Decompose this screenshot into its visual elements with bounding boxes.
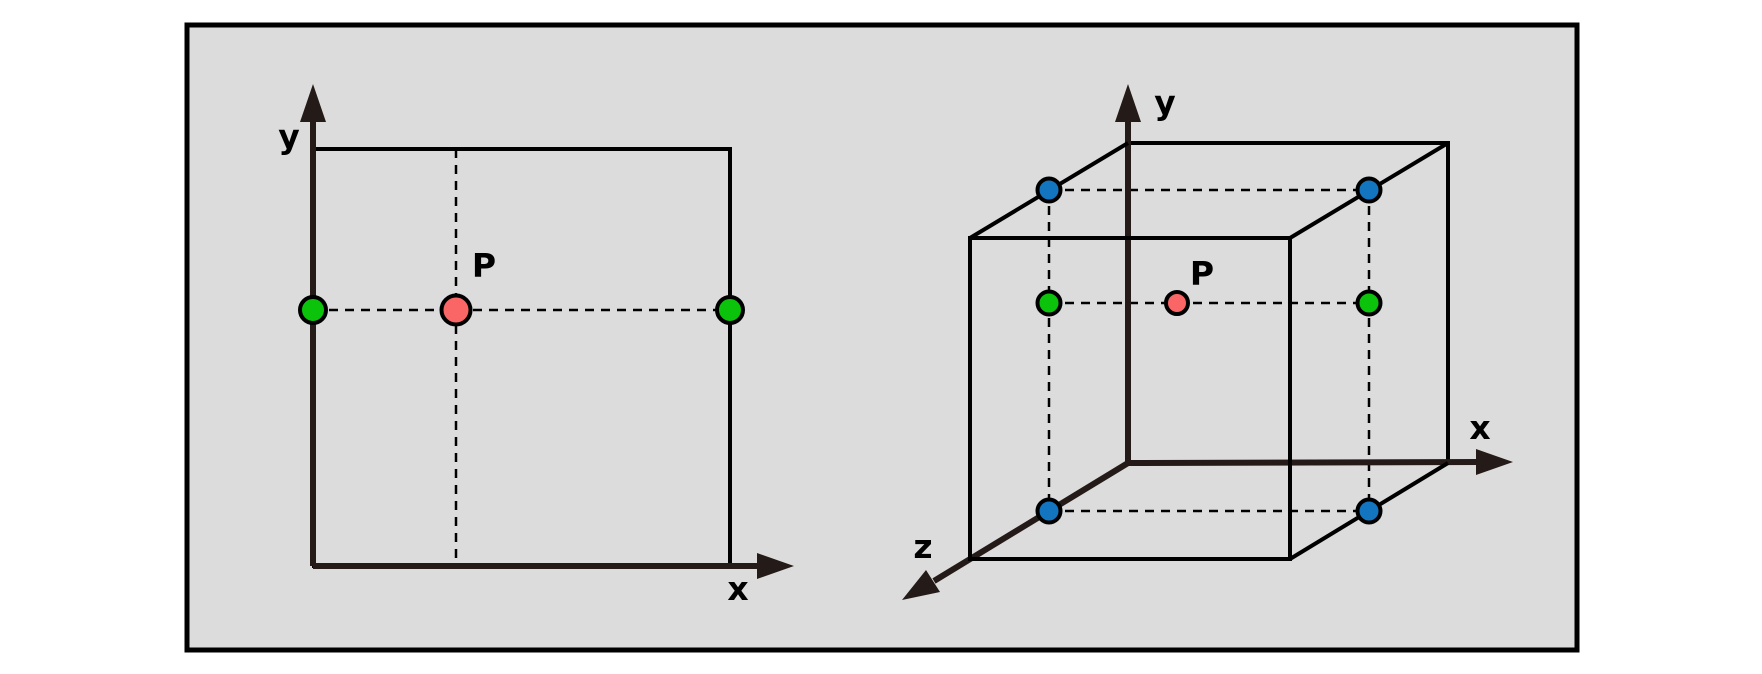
- edge-midpoint-bottom-left: [1035, 497, 1063, 525]
- points-3d: [1035, 176, 1383, 525]
- face-sample-point-right: [1355, 289, 1383, 317]
- x-axis-arrowhead: [1476, 449, 1513, 475]
- points-2d: [298, 293, 745, 327]
- x-axis: [1127, 449, 1513, 475]
- point-p-label: P: [1190, 254, 1214, 293]
- y-axis-arrowhead: [1115, 84, 1141, 122]
- face-sample-point-left: [1035, 289, 1063, 317]
- y-axis: [1115, 84, 1141, 463]
- z-axis-label: z: [913, 527, 932, 566]
- point-p-label: P: [472, 246, 496, 285]
- x-axis-label: x: [1469, 408, 1490, 447]
- x-axis-arrowhead: [757, 553, 794, 579]
- diagram-2d-square: y x P: [278, 84, 794, 608]
- edge-midpoint-bottom-right: [1355, 497, 1383, 525]
- z-axis-arrowhead: [902, 570, 940, 600]
- z-axis: [902, 460, 1130, 600]
- x-axis-line: [1127, 459, 1482, 466]
- y-axis-arrowhead: [300, 84, 326, 122]
- y-axis: [300, 84, 326, 566]
- edge-midpoint-top-right: [1355, 176, 1383, 204]
- edge-midpoint-top-left: [1035, 176, 1063, 204]
- y-axis-label: y: [278, 117, 300, 156]
- x-axis: [313, 553, 794, 579]
- cube-front-face: [968, 236, 1292, 561]
- sample-point-left-edge: [298, 295, 328, 325]
- x-axis-label: x: [727, 569, 748, 608]
- interpolated-point-p: [1164, 290, 1190, 316]
- diagram-3d-cube: y x z P: [902, 83, 1513, 600]
- y-axis-label: y: [1154, 83, 1176, 122]
- figure-panel: [184, 22, 1580, 653]
- interpolated-point-p: [439, 293, 473, 327]
- z-axis-line: [932, 460, 1130, 584]
- sample-point-right-edge: [715, 295, 745, 325]
